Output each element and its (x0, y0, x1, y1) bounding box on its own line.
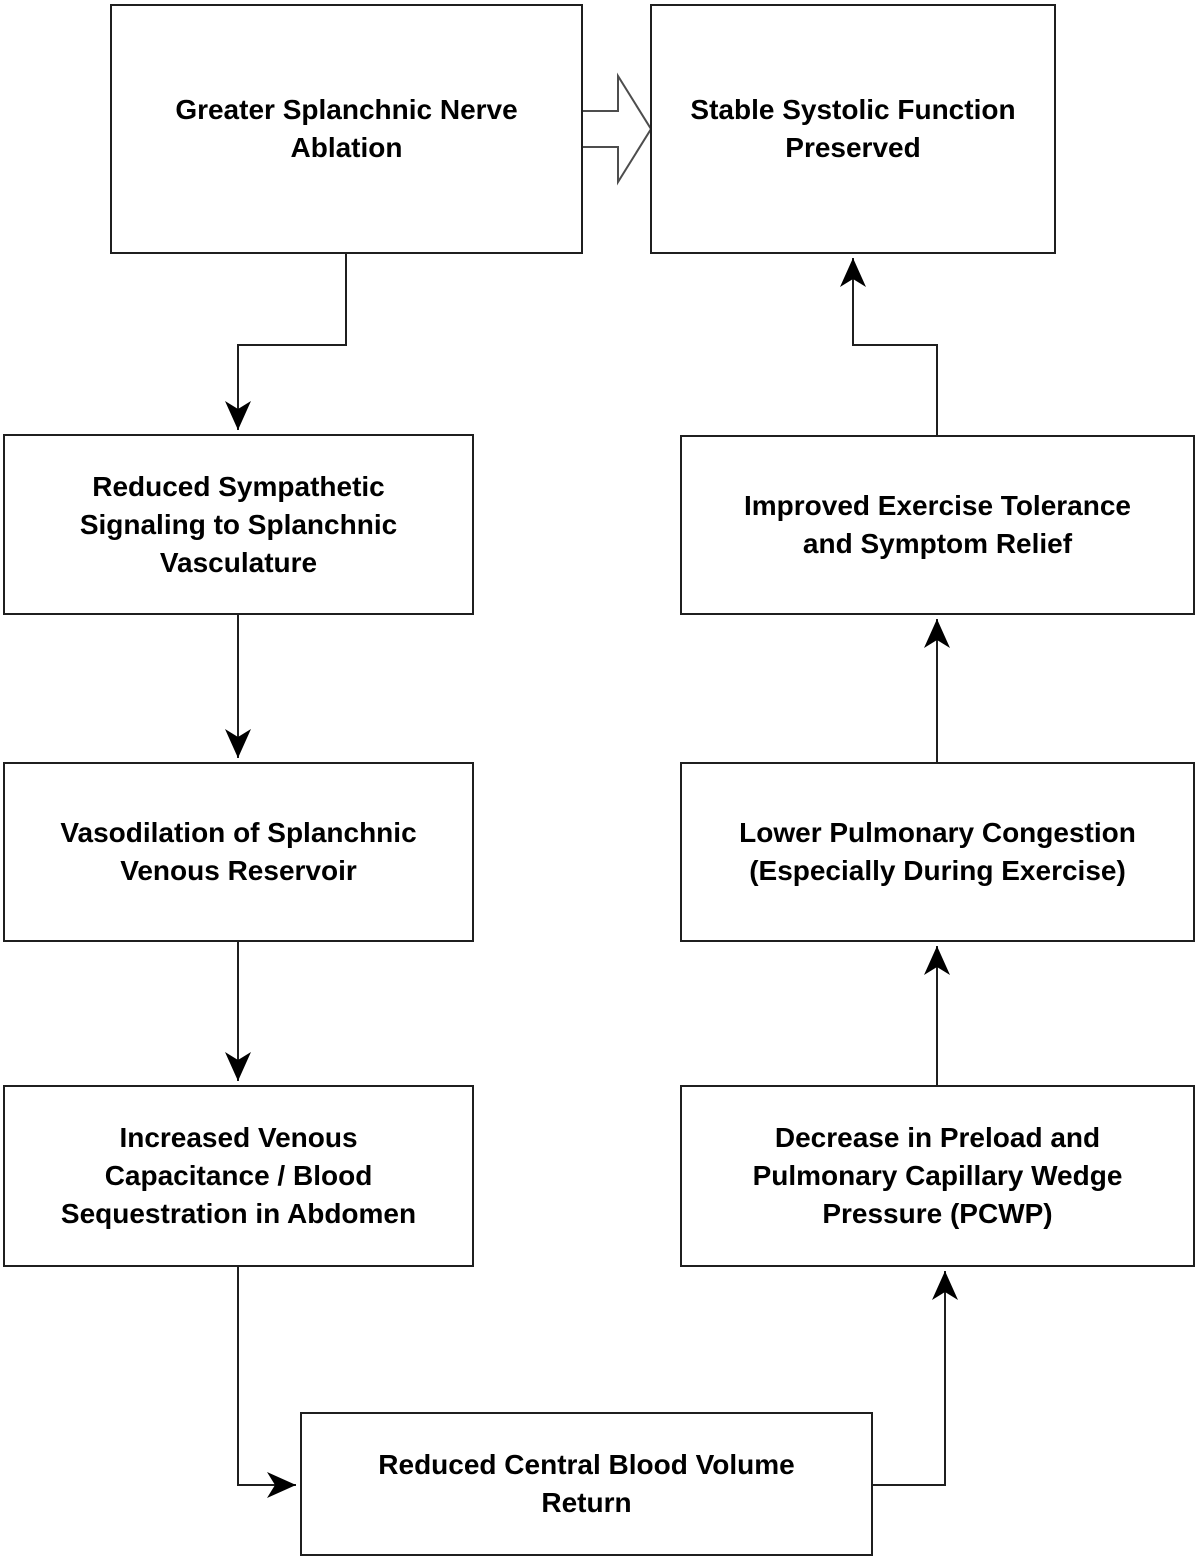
node-greater-splanchnic-nerve-ablation: Greater Splanchnic Nerve Ablation (110, 4, 583, 254)
node-improved-exercise-tolerance-label: Improved Exercise Tolerance and Symptom … (744, 490, 1131, 559)
node-lower-pulmonary-congestion-label: Lower Pulmonary Congestion (Especially D… (739, 817, 1136, 886)
arrow-improved-exercise-to-stable-systolic (840, 258, 938, 435)
node-lower-pulmonary-congestion: Lower Pulmonary Congestion (Especially D… (680, 762, 1195, 942)
arrow-reduced-central-to-decrease-preload (873, 1271, 958, 1486)
node-vasodilation-splanchnic-venous-reservoir-label: Vasodilation of Splanchnic Venous Reserv… (60, 817, 417, 886)
node-greater-splanchnic-nerve-ablation-label: Greater Splanchnic Nerve Ablation (175, 94, 518, 163)
node-vasodilation-splanchnic-venous-reservoir: Vasodilation of Splanchnic Venous Reserv… (3, 762, 474, 942)
node-decrease-preload-pcwp: Decrease in Preload and Pulmonary Capill… (680, 1085, 1195, 1267)
arrow-increased-capacitance-to-reduced-central (237, 1267, 296, 1498)
node-reduced-central-blood-volume-return-label: Reduced Central Blood Volume Return (378, 1449, 795, 1518)
node-increased-venous-capacitance: Increased Venous Capacitance / Blood Seq… (3, 1085, 474, 1267)
node-improved-exercise-tolerance: Improved Exercise Tolerance and Symptom … (680, 435, 1195, 615)
node-reduced-sympathetic-signaling: Reduced Sympathetic Signaling to Splanch… (3, 434, 474, 615)
node-stable-systolic-function-preserved: Stable Systolic Function Preserved (650, 4, 1056, 254)
node-increased-venous-capacitance-label: Increased Venous Capacitance / Blood Seq… (60, 1122, 417, 1229)
block-arrow-ablation-to-stable-systolic (581, 72, 653, 186)
node-stable-systolic-function-preserved-label: Stable Systolic Function Preserved (690, 94, 1016, 163)
node-reduced-central-blood-volume-return: Reduced Central Blood Volume Return (300, 1412, 873, 1556)
node-decrease-preload-pcwp-label: Decrease in Preload and Pulmonary Capill… (752, 1122, 1123, 1229)
node-reduced-sympathetic-signaling-label: Reduced Sympathetic Signaling to Splanch… (79, 470, 398, 578)
arrow-ablation-to-reduced-sympathetic (225, 254, 347, 430)
